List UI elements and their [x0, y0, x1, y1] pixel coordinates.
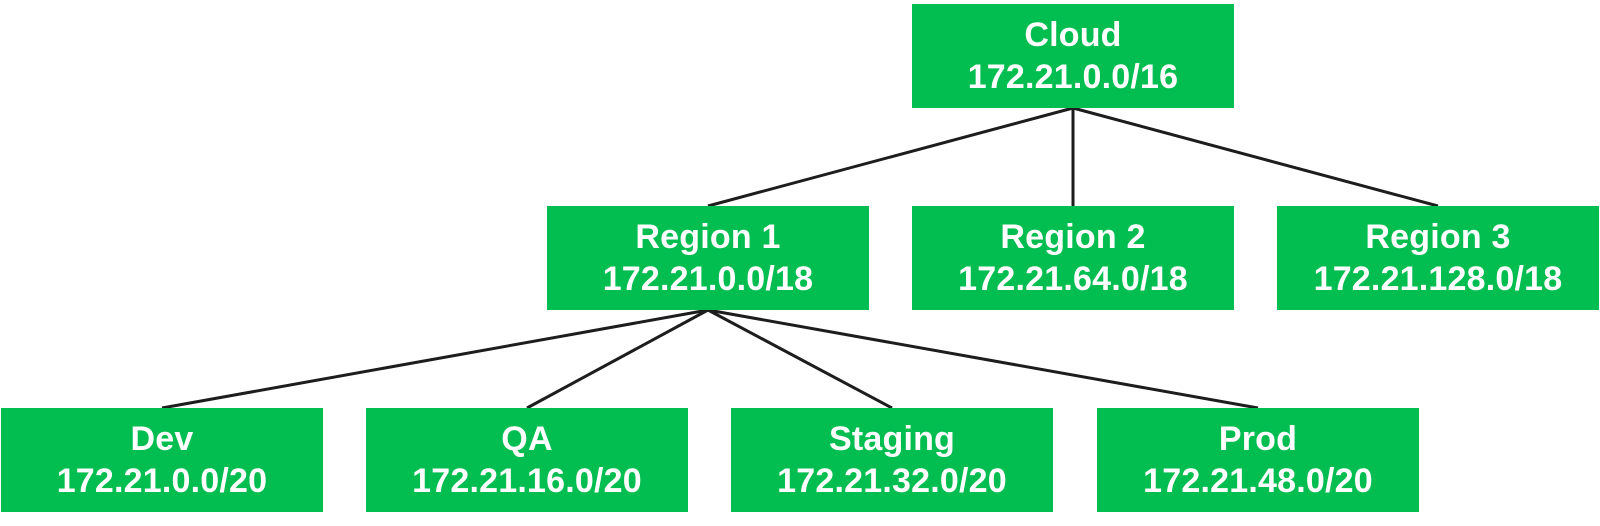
edge-region-1-dev	[161, 308, 709, 410]
node-staging-cidr: 172.21.32.0/20	[777, 462, 1007, 500]
edge-cloud-region-3	[1072, 106, 1439, 208]
node-dev: Dev 172.21.0.0/20	[1, 408, 323, 512]
edge-region-1-prod	[707, 308, 1259, 410]
node-qa-name: QA	[501, 420, 553, 458]
node-prod-cidr: 172.21.48.0/20	[1143, 462, 1373, 500]
node-cloud-name: Cloud	[1024, 16, 1122, 54]
node-qa: QA 172.21.16.0/20	[366, 408, 688, 512]
node-region-3-cidr: 172.21.128.0/18	[1313, 260, 1563, 298]
node-prod: Prod 172.21.48.0/20	[1097, 408, 1419, 512]
node-region-2-name: Region 2	[1000, 218, 1146, 256]
node-prod-name: Prod	[1218, 420, 1298, 458]
node-cloud-cidr: 172.21.0.0/16	[967, 58, 1179, 96]
node-region-3: Region 3 172.21.128.0/18	[1277, 206, 1599, 310]
node-region-2-cidr: 172.21.64.0/18	[958, 260, 1188, 298]
node-dev-cidr: 172.21.0.0/20	[56, 462, 268, 500]
node-region-1-cidr: 172.21.0.0/18	[602, 260, 814, 298]
node-staging: Staging 172.21.32.0/20	[731, 408, 1053, 512]
node-qa-cidr: 172.21.16.0/20	[412, 462, 642, 500]
node-region-1-name: Region 1	[635, 218, 781, 256]
node-staging-name: Staging	[828, 420, 956, 458]
node-region-2: Region 2 172.21.64.0/18	[912, 206, 1234, 310]
edge-region-1-staging	[707, 308, 893, 410]
edge-cloud-region-1	[707, 106, 1074, 208]
edge-region-1-qa	[526, 308, 709, 410]
node-dev-name: Dev	[130, 420, 194, 458]
node-cloud: Cloud 172.21.0.0/16	[912, 4, 1234, 108]
node-region-1: Region 1 172.21.0.0/18	[547, 206, 869, 310]
node-region-3-name: Region 3	[1365, 218, 1511, 256]
